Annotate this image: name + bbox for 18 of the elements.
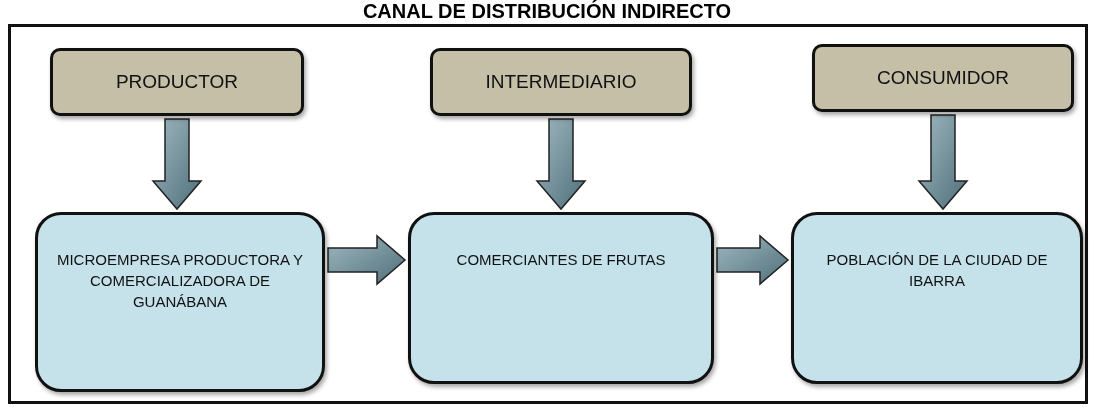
node-label: MICROEMPRESA PRODUCTORA Y COMERCIALIZADORA DE GUANÁBANA — [55, 250, 305, 312]
node-label: PRODUCTOR — [115, 69, 239, 94]
process-box — [408, 212, 714, 384]
block-arrow — [327, 234, 407, 286]
node-label: POBLACIÓN DE LA CIUDAD DE IBARRA — [825, 250, 1049, 291]
node-label: INTERMEDIARIO — [485, 69, 637, 94]
category-box — [812, 44, 1074, 112]
process-box — [35, 212, 325, 392]
block-arrow — [151, 118, 203, 211]
category-box — [430, 48, 692, 116]
process-box — [791, 212, 1083, 384]
block-arrow — [535, 118, 587, 211]
node-label: CONSUMIDOR — [877, 65, 1009, 90]
title: CANAL DE DISTRIBUCIÓN INDIRECTO — [362, 0, 732, 22]
block-arrow — [917, 114, 969, 211]
block-arrow — [716, 234, 790, 286]
category-box — [50, 48, 304, 116]
node-label: COMERCIANTES DE FRUTAS — [456, 250, 666, 270]
